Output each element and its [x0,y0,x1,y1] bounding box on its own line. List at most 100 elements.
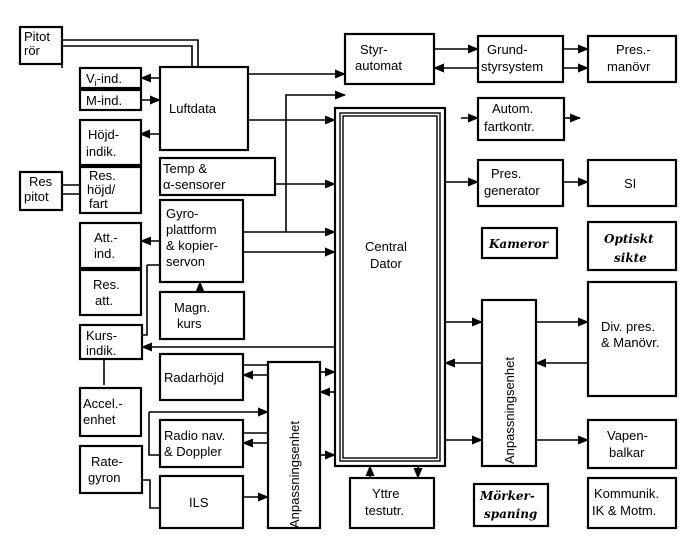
label-pres: Pres.- [616,42,651,57]
label-vi-sub: i [95,78,97,88]
connections [61,39,590,509]
node-res-hojd-fart: Res. höjd/ fart [78,165,143,215]
label-div-pres: Div. pres. [601,319,655,334]
label-luftdata: Luftdata [169,101,217,116]
node-ils: ILS [158,474,245,530]
label-kommunik: Kommunik. [594,486,659,501]
label-testutr: testutr. [365,503,404,518]
node-anpassningsenhet-left: Anpassningsenhet [266,360,322,530]
label-styr: Styr- [360,42,387,57]
label-pres-gen: Pres. [491,166,521,181]
label-att: Att.- [94,230,118,245]
label-radio: Radio nav. [164,428,225,443]
label-kurs: kurs [177,316,202,331]
label-doppler: & Doppler [164,444,222,459]
label-m-ind: M-ind. [86,93,122,108]
label-alpha: α-sensorer [163,177,226,192]
svg-text:Vi-ind.: Vi-ind. [86,71,122,88]
node-anpassningsenhet-right: Anpassningsenhet [480,298,538,468]
label-rate: Rate- [91,454,123,469]
node-luftdata: Luftdata [158,65,250,152]
label-ror: rör [24,43,41,58]
label-anpassning-left: Anpassningsenhet [287,421,302,528]
label-manovr2: & Manövr. [601,335,660,350]
label-spaning: spaning [484,507,537,521]
label-generator: generator [484,183,540,198]
node-accel-enhet: Accel.- enhet [78,386,143,438]
node-res-pitot: Res pitot [18,170,64,212]
node-morkerspaning: Mörker- spaning [472,482,550,528]
label-gyro-2: plattform [166,222,217,237]
label-dator: Dator [370,256,402,271]
label-autom: Autom. [492,101,533,116]
node-magn-kurs: Magn. kurs [158,290,246,341]
node-si: SI [586,158,678,208]
line-rate-ils [142,479,160,509]
label-res-att-2: att. [95,293,113,308]
label-gyron: gyron [88,470,121,485]
line-gyro-kurs [142,264,160,336]
node-pres-manovr: Pres.- manövr [586,34,678,84]
label-central: Central [365,239,407,254]
label-gyro-3: & kopier- [166,238,218,253]
label-grund: Grund- [487,42,527,57]
node-vi-ind: Vi-ind. [78,66,143,90]
node-att-ind: Att.- ind. [78,221,143,270]
node-styrautomat: Styr- automat [343,32,436,86]
label-vapen: Vapen- [607,428,648,443]
label-att-ind: ind. [94,246,115,261]
node-kommunik: Kommunik. IK & Motm. [586,476,678,530]
label-optiskt: Optiskt [604,232,654,246]
label-kameror: Kameror [488,237,550,251]
label-manovr: manövr [607,59,651,74]
node-central-dator: Central Dator [333,106,447,468]
line-pitot-luftdata-2 [62,45,193,67]
label-res-att-1: Res. [93,277,120,292]
node-m-ind: M-ind. [78,88,143,112]
node-temp-alpha: Temp & α-sensorer [158,156,277,197]
node-pitot-ror: Pitot rör [18,25,64,66]
label-temp: Temp & [163,161,207,176]
label-yttre: Yttre [372,486,399,501]
label-hojd: Höjd- [88,127,119,142]
node-gyroplattform: Gyro- plattform & kopier- servon [158,198,245,284]
label-gyro-4: servon [166,254,205,269]
node-yttre-testutr: Yttre testutr. [348,476,436,530]
node-rate-gyron: Rate- gyron [78,444,144,495]
label-res: Res. [89,168,116,183]
label-si: SI [624,176,636,191]
label-res-pitot-2: pitot [24,189,49,204]
node-radio-nav: Radio nav. & Doppler [158,418,245,469]
label-balkar: balkar [609,445,645,460]
label-styrsystem: styrsystem [481,59,543,74]
label-ik-motm: IK & Motm. [592,503,656,518]
label-magn: Magn. [174,300,210,315]
label-vi: V [86,71,95,86]
label-accel: Accel.- [83,396,123,411]
label-enhet: enhet [83,412,116,427]
label-fart: fart [89,196,108,211]
label-automat: automat [355,58,402,73]
label-kurs-1: Kurs- [86,328,117,343]
node-optiskt-sikte: Optiskt sikte [586,220,678,272]
node-radarhojd: Radarhöjd [158,352,245,402]
label-vi-ind: -ind. [97,71,122,86]
node-kameror: Kameror [480,226,559,260]
label-anpassning-right: Anpassningsenhet [502,357,517,464]
label-res-pitot-1: Res [29,174,53,189]
label-radarhojd: Radarhöjd [164,370,224,385]
node-hojd-indik: Höjd- indik. [78,118,143,167]
line-accel-radio [148,412,160,456]
label-ils: ILS [189,495,209,510]
node-res-att: Res. att. [78,268,143,317]
node-kurs-indik: Kurs- indik. [78,323,144,361]
label-indik: indik. [86,144,116,159]
line-bus-styr [285,90,347,232]
label-kurs-2: indik. [86,343,116,358]
label-gyro-1: Gyro- [166,206,199,221]
label-sikte: sikte [614,251,647,265]
label-hojd2: höjd/ [87,182,116,197]
line-pitot-luftdata [62,39,199,67]
node-vapenbalkar: Vapen- balkar [586,418,678,470]
